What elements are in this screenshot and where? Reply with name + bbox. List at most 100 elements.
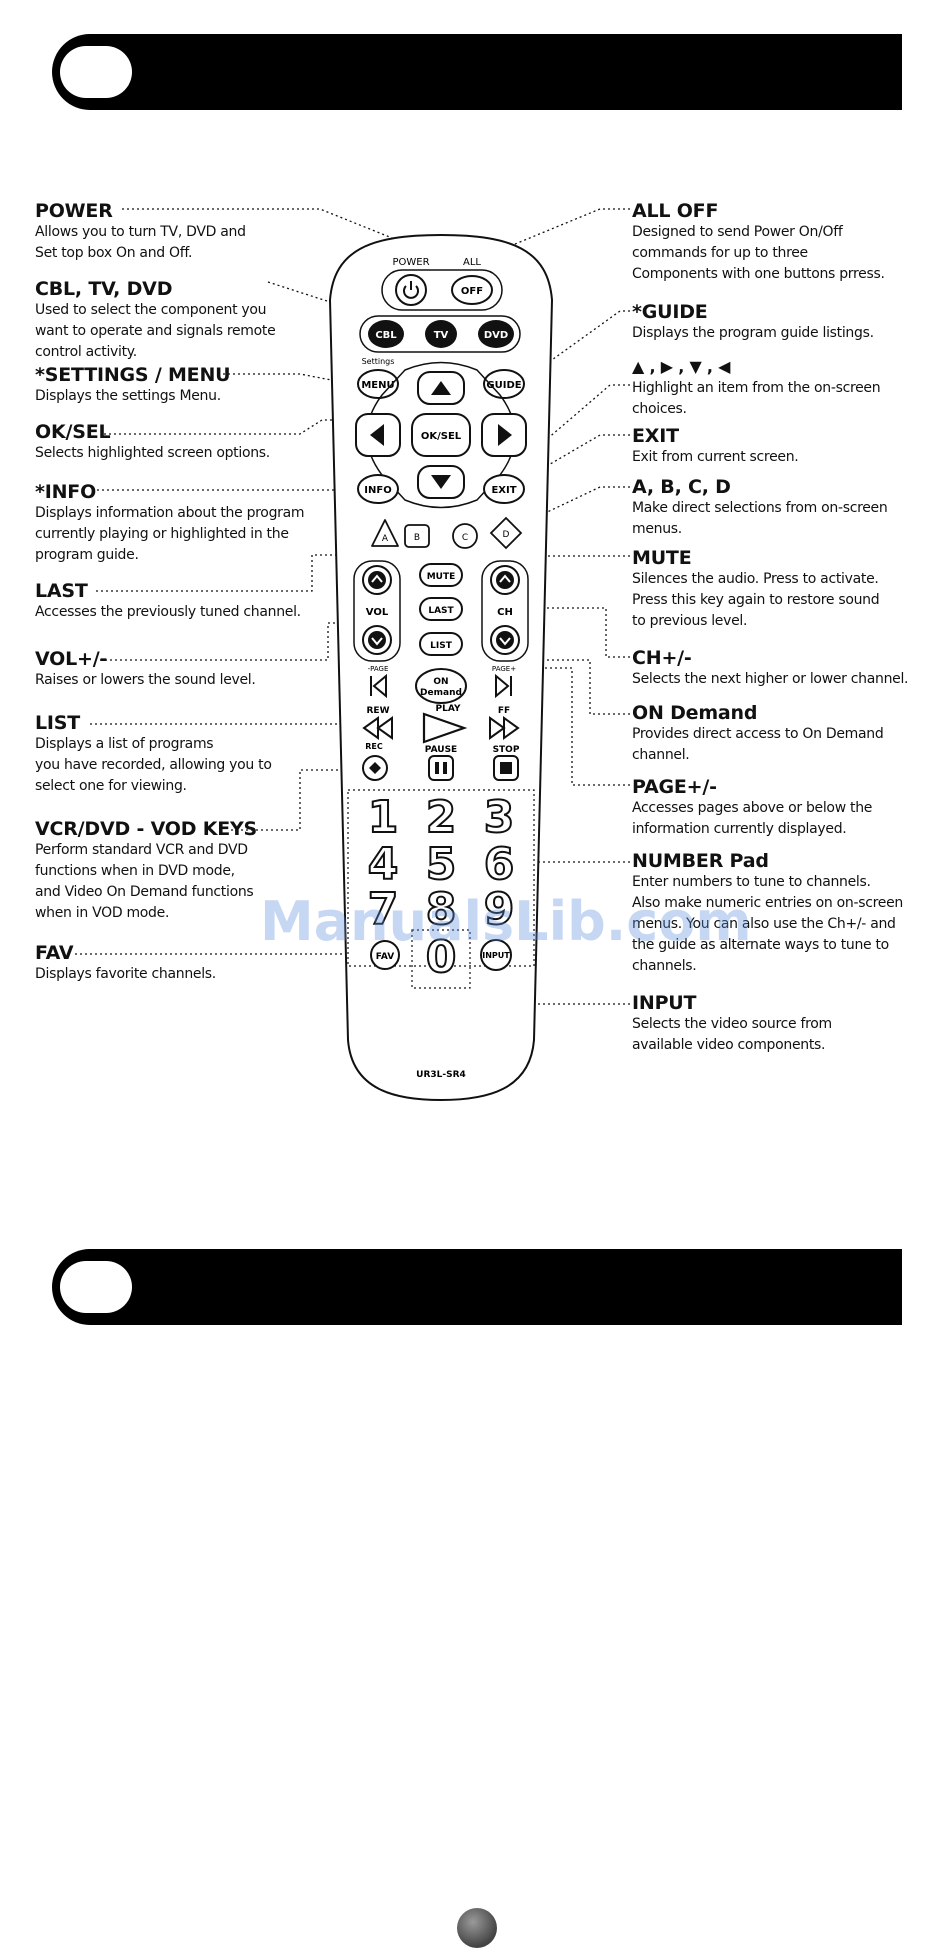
power-label: POWER (392, 257, 429, 268)
label-description-line: choices. (632, 401, 687, 417)
label-description-line: menus. You can also use the Ch+/- and (632, 916, 896, 932)
label-title: EXIT (632, 425, 679, 447)
ok-sel-button[interactable]: OK/SEL (411, 413, 471, 457)
b-button[interactable]: B (404, 524, 430, 548)
page-minus-label: -PAGE (368, 665, 389, 673)
number-2-button[interactable]: 2 (425, 791, 458, 844)
tv-button[interactable]: TV (425, 320, 457, 348)
fav-button[interactable]: FAV (370, 940, 400, 970)
ch-up-button[interactable] (490, 565, 520, 595)
pause-label: PAUSE (425, 745, 457, 755)
number-4-button[interactable]: 4 (367, 838, 400, 891)
page-plus-label: PAGE+ (492, 665, 516, 673)
banner-pill (60, 46, 132, 98)
label-description-line: Used to select the component you (35, 302, 267, 318)
label-last: LAST Accesses the previously tuned channe… (35, 580, 325, 623)
label-description-line: Accesses the previously tuned channel. (35, 604, 301, 620)
input-button[interactable]: INPUT (480, 939, 512, 971)
vol-up-button[interactable] (362, 565, 392, 595)
label-title: ALL OFF (632, 200, 719, 222)
label-title: VCR/DVD - VOD KEYS (35, 818, 258, 840)
dvd-button[interactable]: DVD (478, 320, 514, 348)
play-label: PLAY (436, 704, 461, 714)
page-minus-button[interactable] (370, 673, 387, 699)
c-button[interactable]: C (452, 523, 478, 549)
label-description-line: and Video On Demand functions (35, 884, 254, 900)
label-title: FAV (35, 942, 74, 964)
label-description-line: Raises or lowers the sound level. (35, 672, 256, 688)
svg-text:A: A (382, 534, 389, 544)
rew-button[interactable] (362, 716, 393, 740)
on-demand-button[interactable]: ON Demand (415, 668, 467, 704)
d-button[interactable]: D (489, 516, 523, 550)
list-button[interactable]: LIST (419, 632, 463, 656)
label-arrows: ▲ , ▶ , ▼ , ◀ Highlight an item from the … (632, 356, 932, 420)
power-button[interactable] (395, 274, 427, 306)
ff-button[interactable] (489, 716, 520, 740)
label-description-line: functions when in DVD mode, (35, 863, 235, 879)
stop-label: STOP (493, 745, 520, 755)
rec-button[interactable] (362, 755, 388, 781)
up-arrow-button[interactable] (417, 371, 465, 405)
label-description-line: Accesses pages above or below the (632, 800, 873, 816)
label-title: ON Demand (632, 702, 758, 724)
down-arrow-button[interactable] (417, 465, 465, 499)
svg-text:LAST: LAST (428, 606, 454, 616)
left-arrow-button[interactable] (355, 413, 401, 457)
header-banner-bottom (52, 1249, 902, 1325)
label-title: *INFO (35, 481, 97, 503)
ch-label: CH (497, 607, 513, 618)
number-3-button[interactable]: 3 (483, 791, 516, 844)
svg-text:D: D (503, 530, 510, 540)
number-5-button[interactable]: 5 (425, 838, 458, 891)
svg-text:OK/SEL: OK/SEL (421, 431, 462, 442)
right-arrow-button[interactable] (481, 413, 527, 457)
svg-text:INPUT: INPUT (482, 951, 510, 960)
last-button[interactable]: LAST (419, 597, 463, 621)
label-description-line: menus. (632, 521, 682, 537)
play-button[interactable] (422, 712, 468, 744)
label-title: POWER (35, 200, 113, 222)
number-6-button[interactable]: 6 (483, 838, 516, 891)
number-8-button[interactable]: 8 (425, 883, 458, 936)
label-title: ▲ , ▶ , ▼ , ◀ (632, 357, 731, 376)
number-0-button[interactable]: 0 (425, 931, 458, 984)
label-page: PAGE+/-Accesses pages above or below the… (632, 776, 932, 840)
ch-down-button[interactable] (490, 625, 520, 655)
a-button[interactable]: A (371, 519, 399, 547)
mute-button[interactable]: MUTE (419, 563, 463, 587)
label-title: *SETTINGS / MENU (35, 364, 231, 386)
label-description-line: Enter numbers to tune to channels. (632, 874, 871, 890)
page-plus-button[interactable] (495, 673, 512, 699)
label-description-line: information currently displayed. (632, 821, 847, 837)
number-9-button[interactable]: 9 (483, 883, 516, 936)
label-description-line: Selects the video source from (632, 1016, 832, 1032)
cbl-button[interactable]: CBL (368, 320, 404, 348)
page-marker-dot (457, 1908, 497, 1948)
settings-small-label: Settings (362, 357, 395, 366)
all-off-button[interactable]: OFF (451, 275, 493, 305)
label-description-line: select one for viewing. (35, 778, 187, 794)
vol-down-button[interactable] (362, 625, 392, 655)
number-1-button[interactable]: 1 (367, 791, 400, 844)
exit-button[interactable]: EXIT (483, 474, 525, 504)
label-description-line: Displays information about the program (35, 505, 305, 521)
label-title: LAST (35, 580, 88, 602)
label-description-line: Provides direct access to On Demand (632, 726, 884, 742)
info-button[interactable]: INFO (357, 474, 399, 504)
stop-button[interactable] (493, 755, 519, 781)
label-description-line: Highlight an item from the on-screen (632, 380, 881, 396)
svg-text:MUTE: MUTE (427, 572, 456, 582)
number-7-button[interactable]: 7 (367, 883, 400, 936)
menu-button[interactable]: MENU (357, 369, 399, 399)
label-info: *INFO Displays information about the prog… (35, 481, 325, 566)
pause-button[interactable] (428, 755, 454, 781)
guide-button[interactable]: GUIDE (483, 369, 525, 399)
